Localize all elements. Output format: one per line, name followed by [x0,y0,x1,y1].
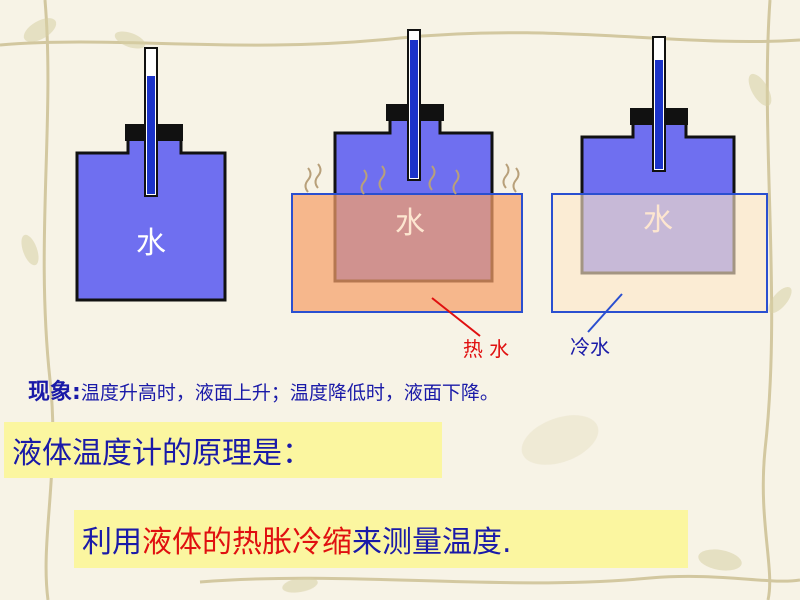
observation-label: 现象: [28,380,81,405]
leaf-icon [698,549,742,571]
vine-right [761,0,774,600]
hot-water-label: 热 水 [463,337,509,361]
flask-hot: 水 热 水 [291,29,523,361]
hot-water-basin [291,193,523,313]
principle-highlight: 液体温度计的原理是： [4,422,442,478]
observation-text: 温度升高时，液面上升；温度降低时，液面下降。 [80,382,499,404]
vine-top [0,31,800,47]
flask-label: 水 [136,226,166,261]
leaf-icon [768,286,792,314]
liquid-column [410,40,418,178]
cold-water-label: 冷水 [570,335,610,359]
conclusion-part-3: 热胀冷缩 [232,525,352,560]
vine-left [42,0,55,600]
cold-water-basin [551,193,768,313]
leaf-icon [521,415,599,465]
flask-body [75,124,227,302]
leaf-icon [748,73,772,107]
steam-icon [304,163,520,195]
liquid-column [655,60,663,169]
flask-label: 水 [643,203,673,238]
cold-pointer-line [587,293,623,333]
conclusion-part-1: 利用 [82,525,142,560]
conclusion-part-2: 液体的 [142,525,232,560]
observation-line: 现象:温度升高时，液面上升；温度降低时，液面下降。 [28,374,499,406]
leaf-icon [21,234,39,266]
flask-normal: 水 [75,47,227,302]
conclusion-highlight: 利用液体的热胀冷缩来测量温度. [74,510,688,568]
flask-label: 水 [395,206,425,241]
flask-cold: 水 冷水 [551,36,768,359]
hot-pointer-line [431,297,481,337]
liquid-column [147,76,155,194]
leaf-icon [23,18,57,42]
leaf-icon [282,577,318,593]
conclusion-text: 利用液体的热胀冷缩来测量温度. [74,517,512,561]
principle-text: 液体温度计的原理是： [12,436,312,471]
conclusion-part-4: 来测量温度. [352,525,512,560]
leaf-icon [114,31,146,49]
